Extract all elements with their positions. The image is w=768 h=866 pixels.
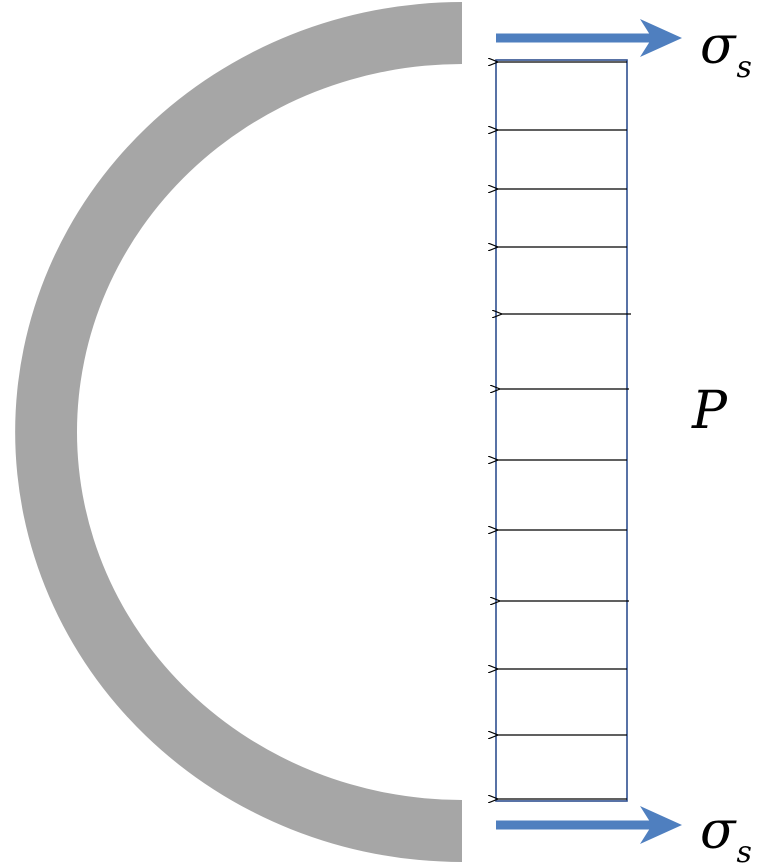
stress-subscript: s — [736, 50, 752, 85]
pressure-label: P — [692, 381, 727, 441]
pressure-distribution-box — [495, 59, 628, 802]
stress-label-top: σs — [700, 20, 752, 83]
stress-symbol: σ — [700, 801, 736, 861]
stress-arrow-bottom — [496, 806, 682, 844]
stress-arrow-top — [496, 19, 682, 57]
stress-subscript: s — [736, 835, 752, 866]
hemisphere-shell — [15, 2, 462, 862]
stress-symbol: σ — [700, 16, 736, 76]
pressure-arrows — [497, 62, 631, 799]
stress-label-bottom: σs — [700, 805, 752, 866]
